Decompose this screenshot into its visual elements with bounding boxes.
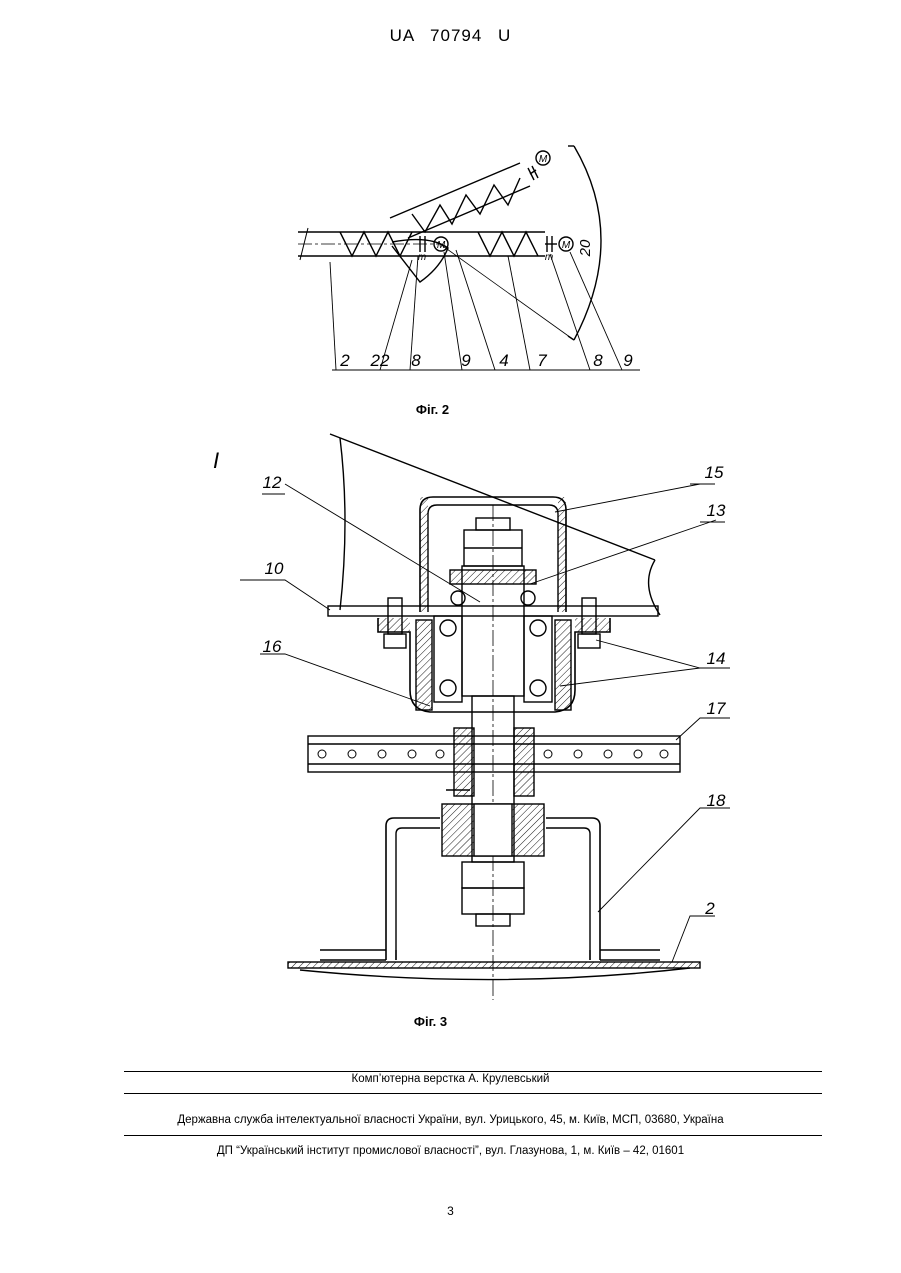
- figure-3-drawing: I 12 15 13 10 16 14 17 18 2: [0, 0, 901, 1010]
- chain-17: [308, 736, 680, 772]
- bracket-18: [386, 818, 440, 960]
- institute-address: ДП “Український інститут промислової вла…: [0, 1145, 901, 1157]
- fig3-label-10: 10: [265, 559, 284, 578]
- footer-rule-middle: [124, 1093, 822, 1094]
- fig3-label-15: 15: [705, 463, 724, 482]
- fig3-label-18: 18: [707, 791, 726, 810]
- washer: [450, 570, 536, 584]
- page-number: 3: [0, 1204, 901, 1218]
- bearing-ball-right: [521, 591, 535, 605]
- footer-rule-top: [124, 1071, 822, 1072]
- footer-rule-bottom: [124, 1135, 822, 1136]
- fig3-label-14: 14: [707, 649, 726, 668]
- fig3-label-12: 12: [263, 473, 282, 492]
- figure-3-caption: Фіг. 3: [0, 1014, 881, 1029]
- bearing-ball-left: [451, 591, 465, 605]
- layout-credit: Комп’ютерна верстка А. Крулевський: [0, 1073, 901, 1085]
- agency-address: Державна служба інтелектуальної власност…: [0, 1114, 901, 1126]
- view-label-I: I: [213, 448, 219, 473]
- base-2: [288, 962, 700, 968]
- housing-16: [378, 618, 610, 712]
- fig3-label-17: 17: [707, 699, 726, 718]
- fig3-label-13: 13: [707, 501, 726, 520]
- fig3-label-2: 2: [704, 899, 715, 918]
- fig3-label-16: 16: [263, 637, 282, 656]
